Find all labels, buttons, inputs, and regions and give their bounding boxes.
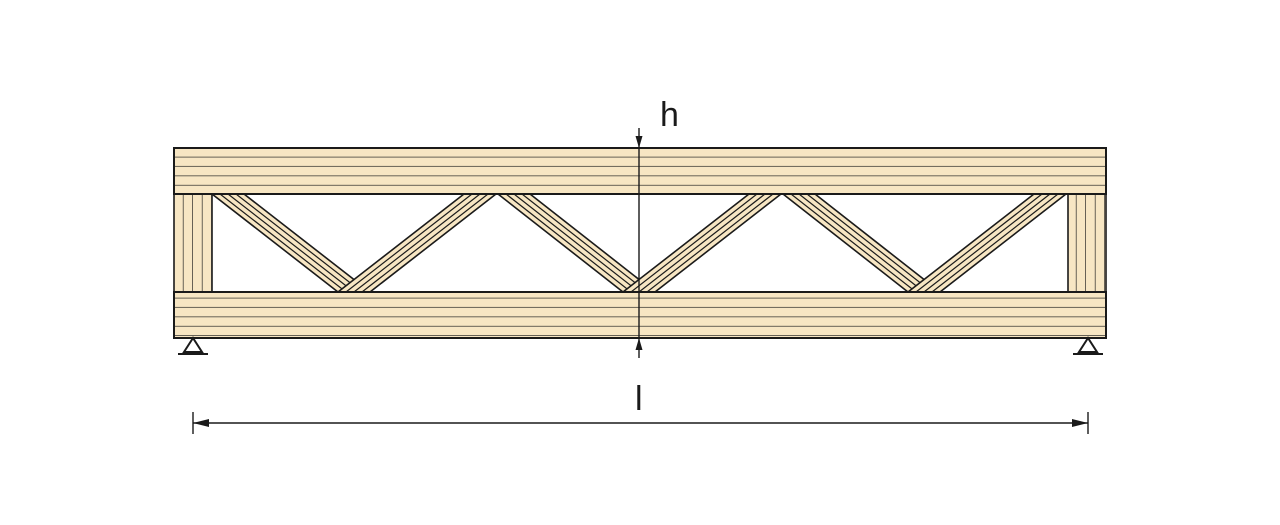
bottom-chord	[173, 291, 1107, 339]
web-diagonal-lamella-line	[219, 194, 347, 292]
web-diagonal-lamella-line	[646, 194, 774, 292]
web-diagonal-lamella-line	[345, 194, 473, 292]
web-diagonal-lamella-line	[521, 194, 648, 292]
right-support-icon	[1073, 336, 1103, 355]
length-arrow-right-icon	[1072, 419, 1088, 427]
web-diagonal-lamella-line	[227, 194, 355, 292]
height-dimension	[635, 128, 643, 358]
height-label: h	[660, 96, 679, 134]
web-diagonal-lamella-line	[513, 194, 640, 292]
web-diagonal-lamella-line	[923, 194, 1051, 292]
height-arrow-top-icon	[635, 136, 643, 148]
web-diagonal-lamella-line	[931, 194, 1059, 292]
web-diagonal-lamella-line	[806, 194, 933, 292]
length-arrow-left-icon	[193, 419, 209, 427]
web-diagonal-lamella-line	[235, 194, 363, 292]
truss-web-diagonals	[210, 194, 1068, 292]
web-diagonal-lamella-line	[638, 194, 766, 292]
web-diagonal-lamella-line	[630, 194, 758, 292]
web-diagonal-lamella-line	[915, 194, 1043, 292]
height-arrow-bottom-icon	[635, 338, 643, 350]
left-end-post	[173, 193, 213, 293]
web-diagonal-lamella-line	[790, 194, 917, 292]
right-end-post	[1067, 193, 1107, 293]
web-diagonal-lamella-line	[353, 194, 481, 292]
length-label: l	[635, 380, 643, 418]
web-diagonal-lamella-line	[505, 194, 632, 292]
left-support-icon	[178, 336, 208, 355]
length-dimension	[192, 412, 1089, 434]
top-chord	[173, 147, 1107, 195]
web-diagonal-lamella-line	[798, 194, 925, 292]
web-diagonal-lamella-line	[361, 194, 489, 292]
